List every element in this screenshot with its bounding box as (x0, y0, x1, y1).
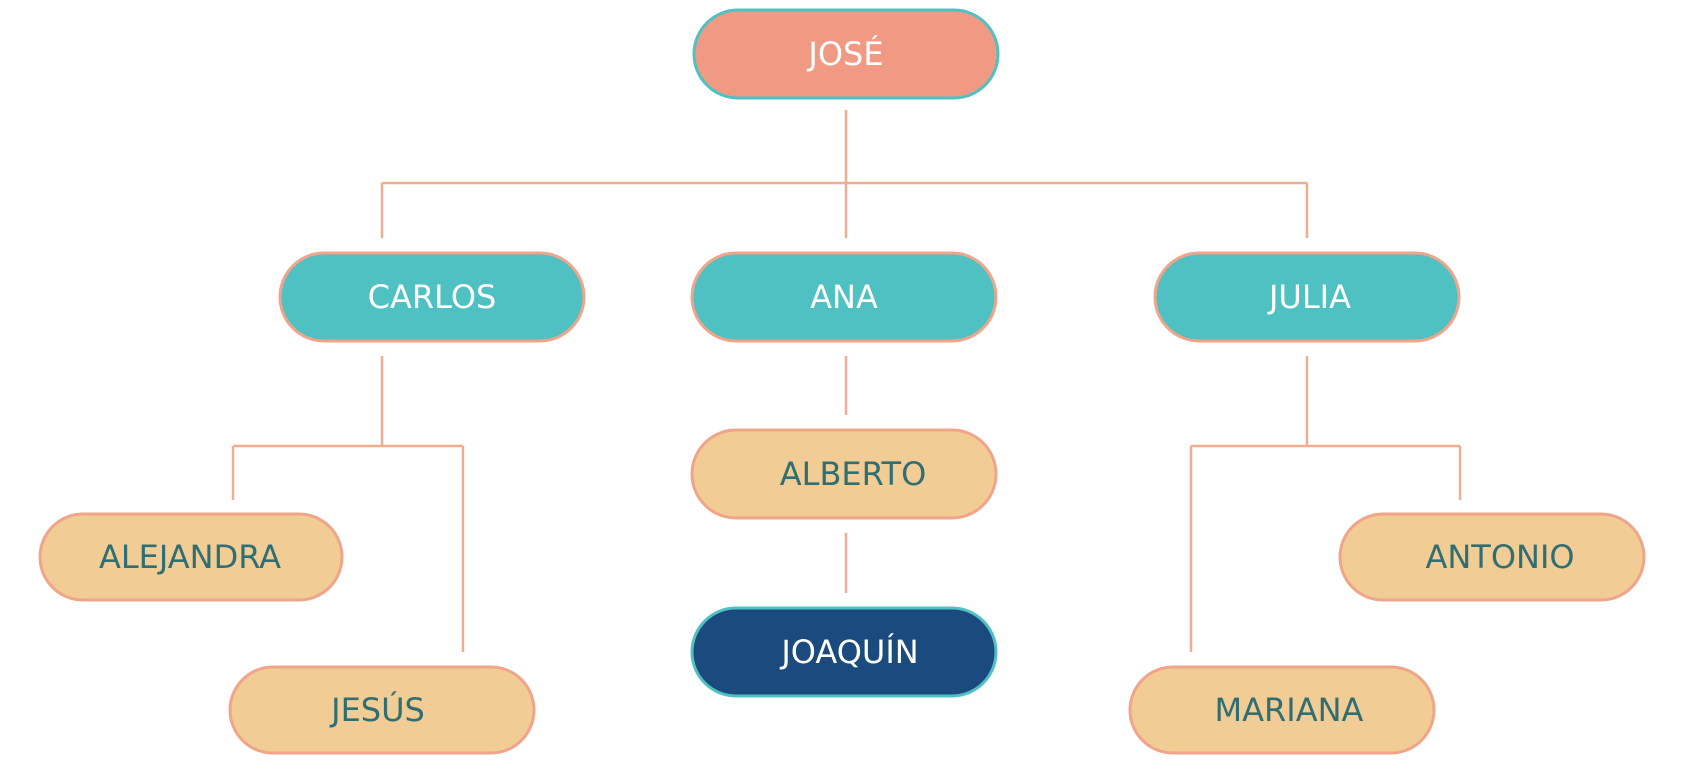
node-julia-label: JULIA (1267, 278, 1351, 316)
node-alberto: ALBERTO (690, 428, 998, 520)
node-joaquin-box (690, 606, 998, 698)
node-root-label: JOSÉ (806, 35, 883, 73)
node-carlos: CARLOS (278, 251, 586, 343)
connectors (231, 110, 1462, 652)
node-mariana-box (1128, 665, 1436, 755)
node-ana-box (690, 251, 998, 343)
node-mariana: MARIANA (1128, 665, 1436, 755)
node-alberto-label: ALBERTO (780, 455, 927, 493)
node-alejandra: ALEJANDRA (38, 512, 344, 602)
node-ana: ANA (690, 251, 998, 343)
node-joaquin: JOAQUÍN (690, 606, 998, 698)
node-julia: JULIA (1153, 251, 1461, 343)
node-root: JOSÉ (692, 8, 1000, 100)
node-jesus-label: JESÚS (329, 690, 425, 729)
node-carlos-label: CARLOS (368, 278, 497, 316)
node-alejandra-box (38, 512, 344, 602)
node-root-box (692, 8, 1000, 100)
node-antonio: ANTONIO (1338, 512, 1646, 602)
node-jesus-box (228, 665, 536, 755)
node-antonio-box (1338, 512, 1646, 602)
node-mariana-label: MARIANA (1215, 691, 1364, 729)
node-alejandra-label: ALEJANDRA (99, 538, 281, 576)
node-ana-label: ANA (810, 278, 878, 316)
node-carlos-box (278, 251, 586, 343)
node-joaquin-label: JOAQUÍN (779, 633, 918, 671)
node-jesus: JESÚS (228, 665, 536, 755)
node-antonio-label: ANTONIO (1425, 538, 1574, 576)
node-alberto-box (690, 428, 998, 520)
node-julia-box (1153, 251, 1461, 343)
